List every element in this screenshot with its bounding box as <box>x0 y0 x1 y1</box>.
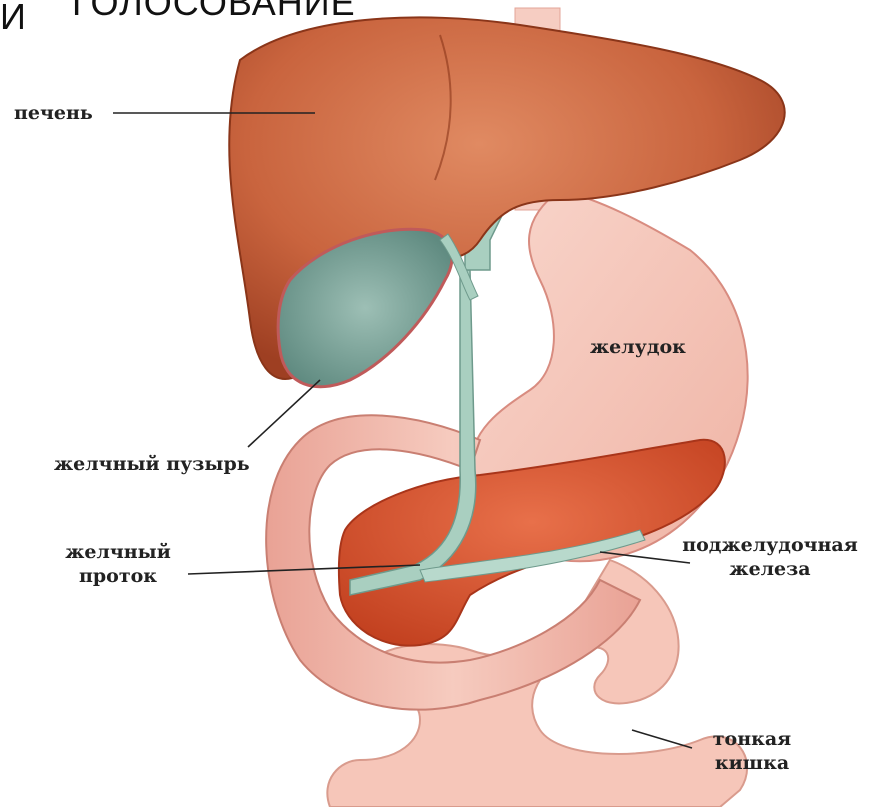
label-pancreas-line1: поджелудочная <box>670 533 870 557</box>
label-liver: печень <box>14 101 93 125</box>
label-stomach: желудок <box>590 335 686 359</box>
label-bile-duct-line2: проток <box>56 564 180 588</box>
label-bile-duct: желчный проток <box>56 540 180 588</box>
label-small-intestine-line2: кишка <box>697 751 807 775</box>
label-pancreas: поджелудочная железа <box>670 533 870 581</box>
label-small-intestine: тонкая кишка <box>697 727 807 775</box>
label-pancreas-line2: железа <box>670 557 870 581</box>
label-bile-duct-line1: желчный <box>56 540 180 564</box>
label-small-intestine-line1: тонкая <box>697 727 807 751</box>
leader-intestine <box>632 730 692 748</box>
label-gallbladder: желчный пузырь <box>54 452 250 476</box>
